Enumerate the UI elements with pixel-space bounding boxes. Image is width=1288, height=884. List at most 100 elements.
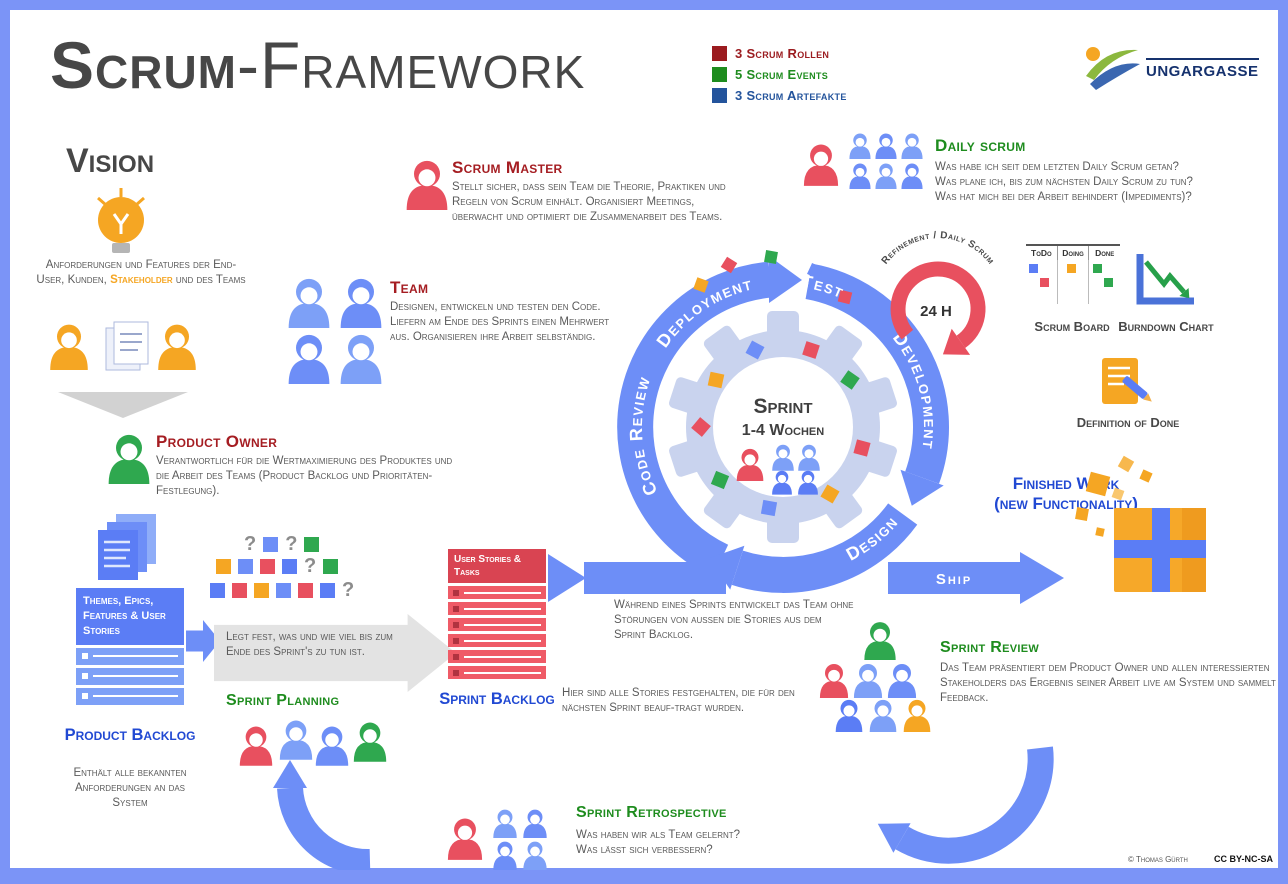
question-mark: ? xyxy=(285,533,298,555)
retrospective-to-planning-arrow xyxy=(273,760,371,870)
footer-credit: © Thomas Gürth xyxy=(1128,855,1188,864)
sprint-planning-arrow xyxy=(214,614,456,692)
during-sprint-text: Während eines Sprints entwickelt das Tea… xyxy=(614,599,854,641)
story-list-item xyxy=(448,586,546,599)
page-title: Scrum-Framework xyxy=(50,32,585,98)
question-mark: ? xyxy=(304,555,317,577)
sprint-center-duration: 1-4 Wochen xyxy=(742,422,824,439)
scrum-board-label: Scrum Board xyxy=(1034,319,1110,334)
sprint-planning-text: Legt fest, was und wie viel bis zum Ende… xyxy=(226,631,393,658)
daily-scrum-question-1: Was habe ich seit dem letzten Daily Scru… xyxy=(935,161,1179,173)
team-text: Designen, entwickeln und testen den Code… xyxy=(390,301,610,343)
vision-title: Vision xyxy=(66,142,155,180)
daily-scrum-question-2: Was plane ich, bis zum nächsten Daily Sc… xyxy=(935,175,1193,188)
burndown-chart-icon xyxy=(1136,254,1194,305)
planning-unknowns-row: ? xyxy=(216,555,339,577)
refinement-duration: 24 H xyxy=(920,303,952,320)
daily-scrum-title: Daily scrum xyxy=(935,136,1026,155)
cycle-arrowhead-right xyxy=(900,469,944,506)
product-owner-title: Product Owner xyxy=(156,432,278,451)
planning-unknowns-row: ? xyxy=(210,580,354,600)
legend-square-events xyxy=(712,67,727,82)
product-backlog-title: Product Backlog xyxy=(64,726,196,744)
sprint-center-title: Sprint xyxy=(753,395,812,418)
themes-epics-panel: Themes, Epics, Features & User Stories xyxy=(76,588,184,705)
backlog-to-sprint-arrow xyxy=(548,554,726,602)
sprint-retrospective-people-icon xyxy=(447,809,547,870)
themes-list-item xyxy=(76,667,184,685)
logo-text: UNGARGASSE xyxy=(1146,58,1259,80)
stakeholders-and-documents-icon xyxy=(50,321,196,371)
lightbulb-icon xyxy=(97,188,145,253)
definition-of-done-label: Definition of Done xyxy=(1076,415,1180,430)
story-list-item xyxy=(448,634,546,647)
question-mark: ? xyxy=(244,533,257,555)
product-owner-text: Verantwortlich für die Wertmaximierung d… xyxy=(156,455,453,497)
themes-list-item xyxy=(76,687,184,705)
user-stories-panel-header: User Stories & Tasks xyxy=(448,549,546,583)
ship-arrow: Ship xyxy=(888,552,1064,604)
story-list-item xyxy=(448,602,546,615)
vision-text-before: Anforderungen und Features der End-User,… xyxy=(36,259,237,286)
cycle-arrowhead-top xyxy=(769,256,802,303)
scrum-board-icon: ToDo Doing Done xyxy=(1026,244,1120,314)
board-col-done: Done xyxy=(1095,248,1115,258)
task-squares xyxy=(691,340,871,517)
definition-of-done-icon xyxy=(1102,358,1152,404)
vision-text-highlight: Stakeholder xyxy=(110,273,173,286)
product-backlog-text: Enthält alle bekannten Anforderungen an … xyxy=(73,767,187,809)
review-to-retrospective-arrow xyxy=(877,746,1054,864)
sprint-review-people-icon xyxy=(819,622,931,732)
legend-label-roles: 3 Scrum Rollen xyxy=(735,46,830,61)
retrospective-line-2: Was lässt sich verbessern? xyxy=(576,843,713,856)
ship-label: Ship xyxy=(936,571,972,588)
burndown-chart-label: Burndown Chart xyxy=(1118,319,1214,334)
product-owner-icon xyxy=(108,434,150,484)
team-icon xyxy=(288,278,382,384)
cycle-arrowhead-bottom xyxy=(708,545,745,590)
vision-text: Anforderungen und Features der End-User,… xyxy=(34,258,248,288)
refinement-label: Refinement / Daily Scrum xyxy=(880,230,996,267)
down-chevron-icon xyxy=(58,392,188,418)
legend-label-artefacts: 3 Scrum Artefakte xyxy=(735,88,847,103)
board-col-todo: ToDo xyxy=(1026,246,1058,260)
logo-swoosh-icon xyxy=(1086,47,1140,90)
backlog-documents-icon xyxy=(98,514,156,580)
vision-text-after: und des Teams xyxy=(172,273,246,286)
team-title: Team xyxy=(390,278,429,297)
themes-list-item xyxy=(76,647,184,665)
story-list-item xyxy=(448,618,546,631)
scrum-master-title: Scrum Master xyxy=(452,158,563,177)
page-title-light: -Framework xyxy=(237,28,586,102)
board-col-doing: Doing xyxy=(1058,246,1090,260)
daily-scrum-questions: Was habe ich seit dem letzten Daily Scru… xyxy=(935,160,1275,205)
scrum-board-columns: ToDo Doing Done xyxy=(1026,246,1120,260)
svg-text:Refinement / Daily Scrum: Refinement / Daily Scrum xyxy=(880,230,997,267)
sprint-retrospective-text: Was haben wir als Team gelernt? Was läss… xyxy=(576,828,856,858)
question-mark: ? xyxy=(342,579,355,601)
legend-item-roles: 3 Scrum Rollen xyxy=(712,46,847,61)
refinement-arc: Refinement / Daily Scrum 24 H xyxy=(880,230,997,355)
sprint-review-text: Das Team präsentiert dem Product Owner u… xyxy=(940,662,1276,704)
gift-box-icon xyxy=(1075,455,1206,592)
footer-license: CC BY-NC-SA xyxy=(1214,854,1274,864)
sprint-planning-title: Sprint Planning xyxy=(226,692,340,709)
legend-item-events: 5 Scrum Events xyxy=(712,67,847,82)
legend: 3 Scrum Rollen 5 Scrum Events 3 Scrum Ar… xyxy=(712,46,847,109)
sprint-review-title: Sprint Review xyxy=(940,639,1040,656)
finished-work-line2: (new Functionality) xyxy=(994,494,1138,514)
page-title-strong: Scrum xyxy=(50,28,237,102)
refinement-arrowhead xyxy=(942,328,971,355)
retrospective-line-1: Was haben wir als Team gelernt? xyxy=(576,829,741,841)
sprint-cycle-diagram: Code Review Deployment Test Development … xyxy=(617,250,949,593)
logo: UNGARGASSE xyxy=(1080,42,1259,96)
sprint-backlog-title: Sprint Backlog xyxy=(439,690,555,708)
sprint-retrospective-title: Sprint Retrospective xyxy=(576,804,727,821)
confetti-squares xyxy=(672,250,853,326)
legend-square-roles xyxy=(712,46,727,61)
themes-panel-heading: Themes, Epics, Features & User Stories xyxy=(76,588,184,645)
planning-unknowns-row: ? ? xyxy=(244,533,320,555)
legend-label-events: 5 Scrum Events xyxy=(735,67,828,82)
scrum-master-text: Stellt sicher, dass sein Team die Theori… xyxy=(452,181,726,223)
